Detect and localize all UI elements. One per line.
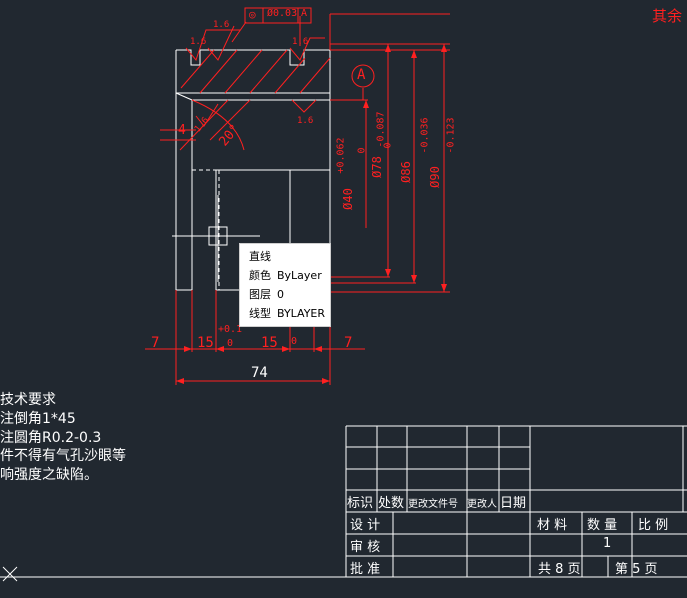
surface-finish-note: 其余: [652, 7, 683, 25]
roughness-value: 1.6: [297, 116, 314, 126]
dim-15-left: 15: [197, 335, 214, 351]
hidden-lines: [192, 169, 330, 290]
dim-tol-zero-left: 0: [227, 338, 234, 349]
dim-d78: Ø78: [369, 156, 384, 178]
tooltip-row: 颜色 ByLayer: [249, 266, 330, 285]
tb-design: 设 计: [350, 518, 381, 533]
tooltip-value: BYLAYER: [277, 307, 326, 320]
dim-d78-upper: 0: [382, 142, 394, 149]
dim-4: 4: [178, 123, 186, 138]
dim-d90-upper: -0.036: [419, 117, 431, 154]
tech-req-line: 响强度之缺陷。: [0, 467, 98, 483]
title-block-grid: [0, 425, 687, 578]
dim-d40-lower: 0: [356, 147, 368, 154]
geometric-tolerance-frame[interactable]: [244, 7, 312, 24]
dim-total: 74: [251, 365, 268, 381]
dimension-lines: [145, 13, 450, 385]
dim-tol-plus: +0.1: [218, 324, 243, 335]
dim-15-right: 15: [261, 335, 278, 351]
dim-7-left: 7: [151, 335, 160, 351]
tooltip-row: 图层 0: [249, 285, 330, 304]
tb-review: 审 核: [350, 540, 381, 555]
tooltip-row: 线型 BYLAYER: [249, 304, 330, 323]
tb-material: 材 料: [537, 518, 568, 533]
tb-header-count: 处数: [378, 496, 405, 511]
roughness-value: 1.6: [190, 37, 207, 47]
tb-quantity: 数 量: [587, 518, 618, 533]
tb-header-date: 日期: [500, 496, 527, 511]
dim-7-right: 7: [344, 335, 353, 351]
tolerance-value: Ø0.03: [267, 8, 298, 19]
tb-header-changer: 更改人: [467, 499, 497, 510]
dim-d40-upper: +0.062: [335, 137, 347, 174]
tooltip-value: 0: [277, 288, 284, 301]
dim-d40: Ø40: [340, 188, 355, 210]
section-hatching: [179, 49, 331, 151]
roughness-value: 1.6: [213, 20, 230, 30]
tooltip-title: 直线: [249, 250, 271, 263]
tb-page: 第 5 页: [615, 562, 658, 577]
dim-d90-lower: -0.123: [445, 117, 457, 154]
tech-req-title: 技术要求: [0, 392, 56, 408]
tb-approve: 批 准: [350, 562, 381, 577]
cursor-crosshair: [172, 195, 260, 282]
tooltip-value: ByLayer: [277, 269, 322, 282]
object-tooltip: 直线 颜色 ByLayer 图层 0 线型 BYLAYER: [239, 243, 331, 327]
datum-symbol: [351, 64, 375, 88]
tb-header-mark: 标识: [347, 496, 374, 511]
tooltip-label: 颜色: [249, 269, 271, 282]
tb-total-pages: 共 8 页: [538, 562, 581, 577]
tech-req-line: 件不得有气孔沙眼等: [0, 448, 126, 464]
ucs-icon: [2, 566, 18, 582]
dimension-arrows: [176, 44, 447, 384]
tb-header-change-doc: 更改文件号: [408, 499, 458, 510]
dim-d86: Ø86: [398, 161, 413, 183]
datum-label: A: [357, 67, 366, 83]
tooltip-label: 线型: [249, 307, 271, 320]
roughness-value: 1.6: [292, 37, 309, 47]
dim-d90: Ø90: [427, 166, 442, 188]
tb-scale: 比 例: [638, 518, 669, 533]
tolerance-datum: A: [301, 8, 308, 19]
tolerance-symbol: ◎: [249, 8, 256, 21]
dim-tol-zero-right: 0: [291, 336, 298, 347]
tooltip-label: 图层: [249, 288, 271, 301]
tb-quantity-value: 1: [603, 536, 612, 551]
tech-req-line: 注圆角R0.2-0.3: [0, 430, 102, 446]
tech-req-line: 注倒角1*45: [0, 411, 76, 427]
